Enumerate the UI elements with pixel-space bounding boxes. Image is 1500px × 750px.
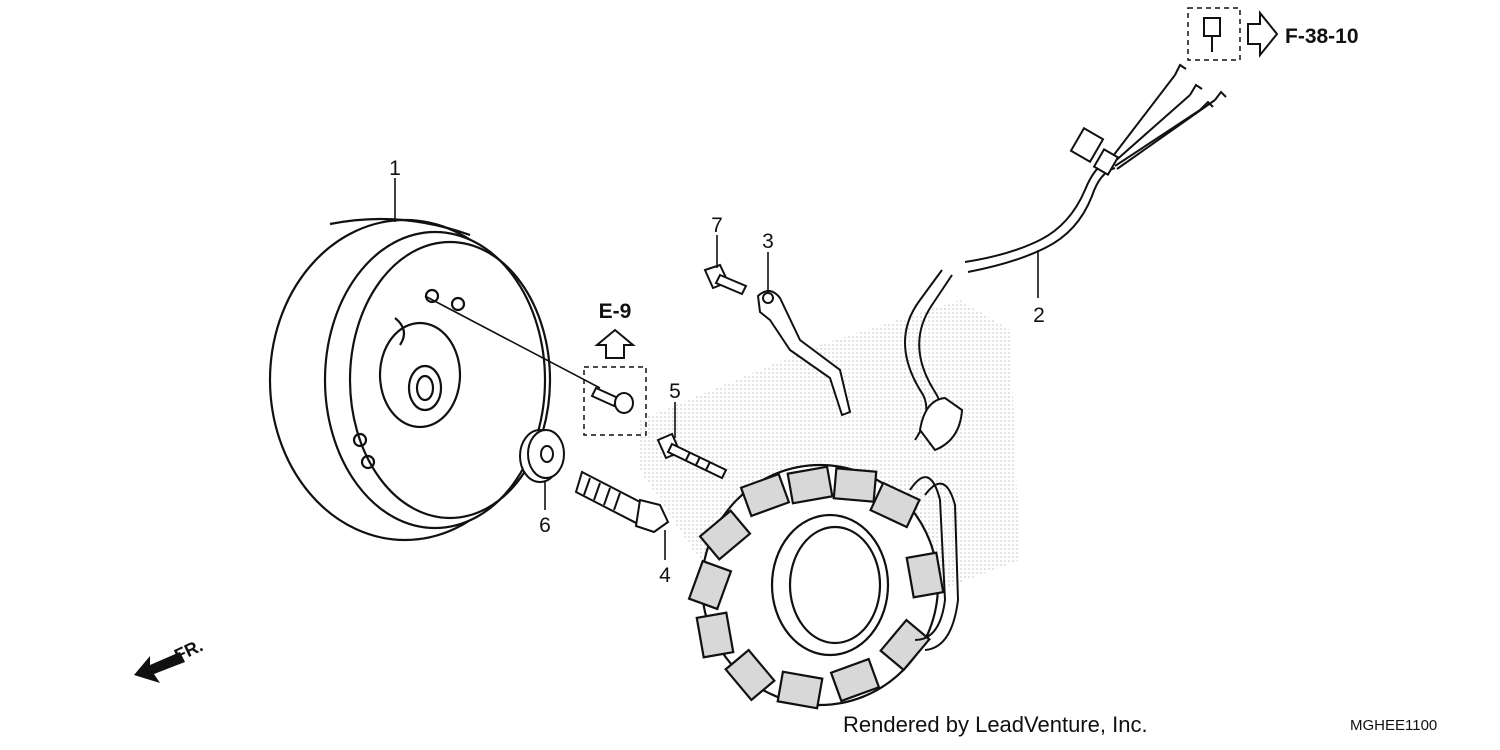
reference-e9[interactable]: E-9 bbox=[599, 300, 632, 323]
render-credit: Rendered by LeadVenture, Inc. bbox=[843, 712, 1148, 737]
stator-bolt[interactable] bbox=[656, 432, 728, 480]
callout-6: 6 bbox=[539, 514, 551, 537]
flywheel[interactable] bbox=[268, 217, 552, 542]
e9-reference-box bbox=[583, 366, 647, 436]
wire-harness[interactable] bbox=[904, 63, 1227, 651]
callout-3: 3 bbox=[762, 230, 774, 253]
reference-f38-10[interactable]: F-38-10 bbox=[1285, 25, 1359, 48]
callout-4: 4 bbox=[659, 564, 671, 587]
leader-lines bbox=[394, 178, 1039, 560]
callout-5: 5 bbox=[669, 380, 681, 403]
front-direction-arrow-icon bbox=[134, 652, 185, 683]
washer[interactable] bbox=[519, 429, 565, 483]
diagram-code: MGHEE1100 bbox=[1350, 717, 1438, 734]
f38-reference-box bbox=[1187, 7, 1241, 61]
stator[interactable] bbox=[687, 463, 945, 710]
bracket-bolt[interactable] bbox=[703, 263, 748, 296]
callout-7: 7 bbox=[711, 214, 723, 237]
flywheel-bolt[interactable] bbox=[574, 470, 670, 534]
wire-bracket[interactable] bbox=[756, 290, 852, 417]
e9-up-arrow-icon bbox=[594, 328, 636, 359]
callout-2: 2 bbox=[1033, 304, 1045, 327]
f38-right-arrow-icon bbox=[1247, 10, 1279, 58]
callout-1: 1 bbox=[389, 157, 401, 180]
